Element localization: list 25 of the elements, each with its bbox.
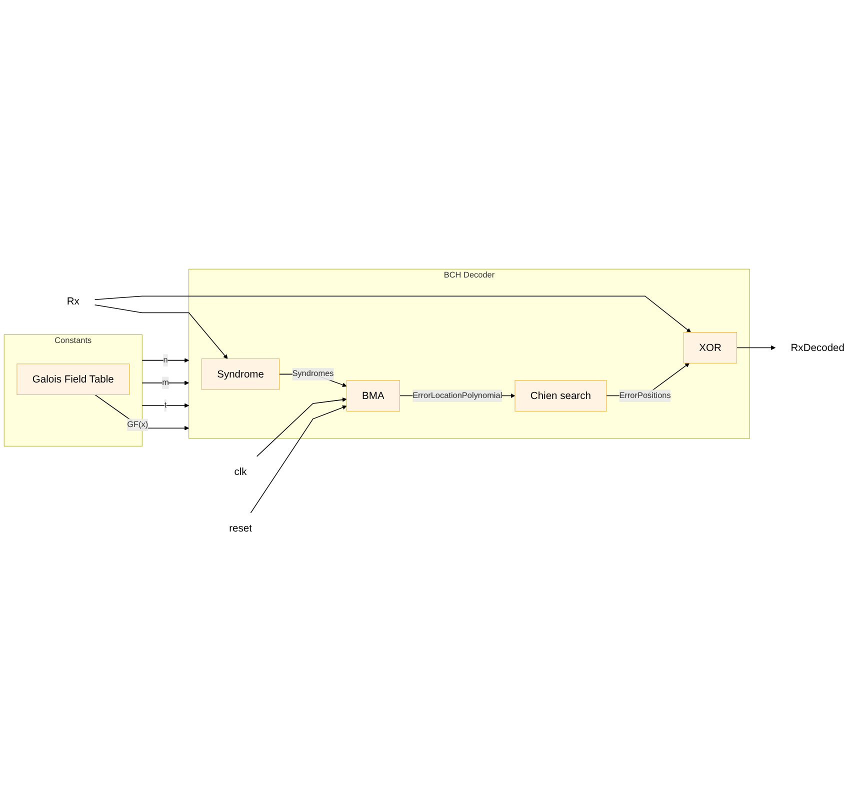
node-text: reset [229, 522, 252, 534]
edge-label: ErrorPositions [619, 390, 671, 400]
arrow [250, 404, 347, 513]
arrow [736, 345, 776, 350]
node-box: XOR [683, 332, 738, 363]
edge-label: GF(x) [127, 420, 148, 429]
node-box: Chien search [514, 380, 607, 412]
node-box: BMA [346, 380, 400, 412]
edge-label: Syndromes [292, 369, 334, 378]
arrow [142, 380, 190, 385]
arrow [94, 295, 691, 332]
node-box: Galois Field Table [16, 363, 130, 395]
arrow [94, 394, 190, 430]
edge-label: ErrorLocationPolynomial [412, 390, 502, 400]
node-box: Syndrome [201, 358, 280, 390]
node-text: clk [234, 466, 247, 478]
edge-label: m [162, 378, 169, 387]
edge-label: n [163, 355, 168, 364]
arrow [256, 397, 347, 456]
arrow [142, 402, 190, 408]
node-text: RxDecoded [790, 342, 844, 353]
arrow [94, 304, 228, 359]
node-text: Rx [66, 295, 80, 306]
edge-label: t [164, 400, 167, 410]
arrow [142, 358, 190, 362]
